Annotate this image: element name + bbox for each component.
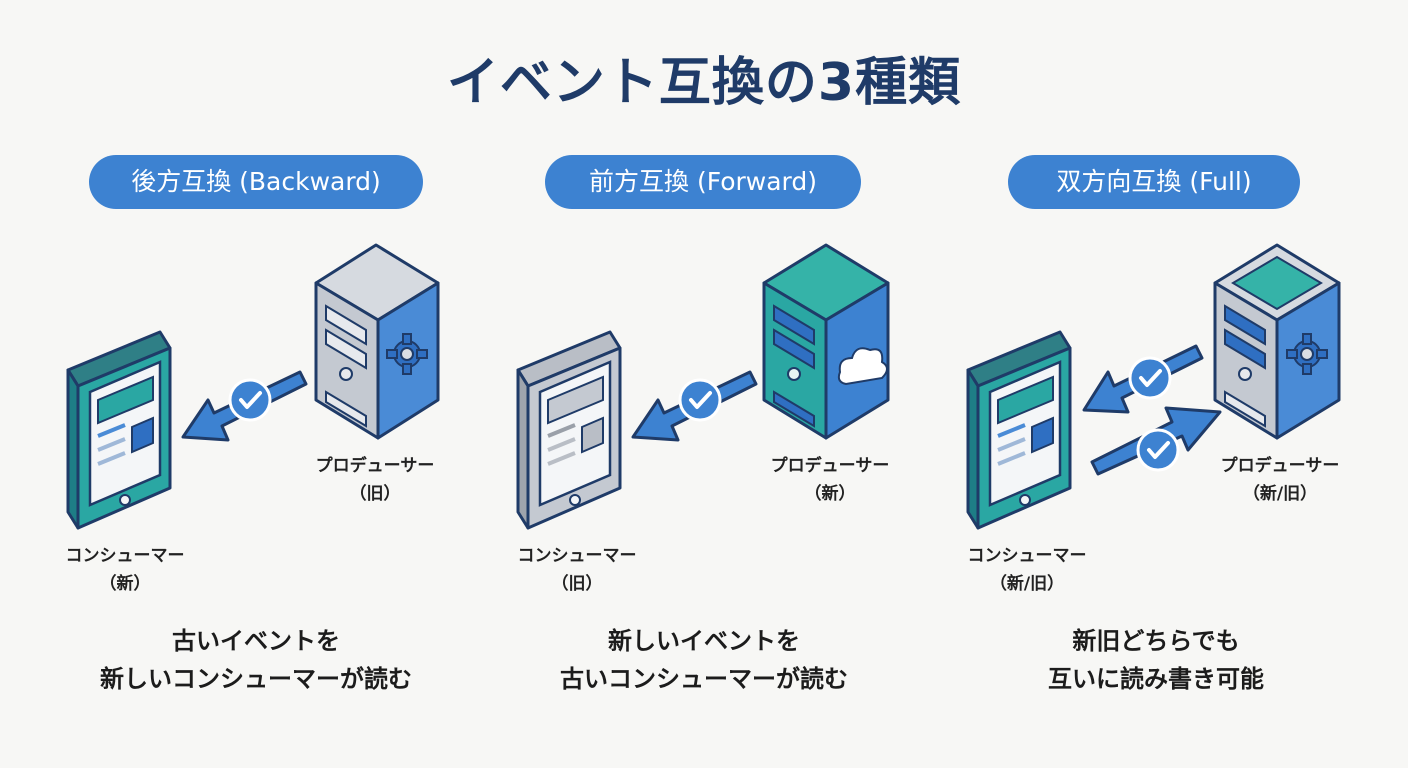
- description-line: 古いイベントを: [172, 627, 340, 655]
- page-title: イベント互換の3種類: [446, 53, 962, 113]
- heading-forward: 前方互換 (Forward): [545, 155, 861, 209]
- producer-label: プロデューサー （新/旧）: [1195, 452, 1365, 508]
- description-line: 新しいコンシューマーが読む: [100, 665, 412, 693]
- producer-label-text: プロデューサー: [315, 456, 435, 476]
- consumer-tablet-old: [516, 330, 622, 530]
- description-forward: 新しいイベントを 古いコンシューマーが読む: [484, 622, 924, 698]
- arrow-producer-to-consumer: [631, 370, 758, 442]
- consumer-label-text: コンシューマー: [967, 546, 1087, 566]
- producer-label-text: プロデューサー: [1220, 456, 1340, 476]
- consumer-version: （新/旧）: [989, 574, 1065, 594]
- consumer-tablet-new: [66, 330, 172, 530]
- producer-server-new: [762, 243, 890, 440]
- arrow-producer-to-consumer: [1082, 344, 1204, 414]
- heading-full: 双方向互換 (Full): [1008, 155, 1300, 209]
- consumer-version: （新）: [99, 574, 151, 594]
- description-backward: 古いイベントを 新しいコンシューマーが読む: [36, 622, 476, 698]
- producer-label-text: プロデューサー: [770, 456, 890, 476]
- description-line: 互いに読み書き可能: [1048, 665, 1264, 693]
- producer-label: プロデューサー （新）: [745, 452, 915, 508]
- producer-label: プロデューサー （旧）: [290, 452, 460, 508]
- consumer-version: （旧）: [551, 574, 603, 594]
- description-line: 新しいイベントを: [608, 627, 800, 655]
- consumer-label-text: コンシューマー: [517, 546, 637, 566]
- arrow-consumer-to-producer: [1090, 406, 1222, 476]
- consumer-label: コンシューマー （新）: [40, 542, 210, 598]
- consumer-label: コンシューマー （新/旧）: [942, 542, 1112, 598]
- heading-backward: 後方互換 (Backward): [89, 155, 423, 209]
- consumer-label-text: コンシューマー: [65, 546, 185, 566]
- producer-server-old: [314, 243, 440, 440]
- producer-version: （旧）: [349, 484, 401, 504]
- consumer-label: コンシューマー （旧）: [492, 542, 662, 598]
- description-line: 新旧どちらでも: [1072, 627, 1240, 655]
- description-line: 古いコンシューマーが読む: [560, 665, 848, 693]
- producer-version: （新/旧）: [1242, 484, 1318, 504]
- producer-server-new-old: [1213, 243, 1341, 440]
- consumer-tablet-new-old: [966, 330, 1072, 530]
- producer-version: （新）: [804, 484, 856, 504]
- description-full: 新旧どちらでも 互いに読み書き可能: [936, 622, 1376, 698]
- arrow-producer-to-consumer: [181, 370, 308, 442]
